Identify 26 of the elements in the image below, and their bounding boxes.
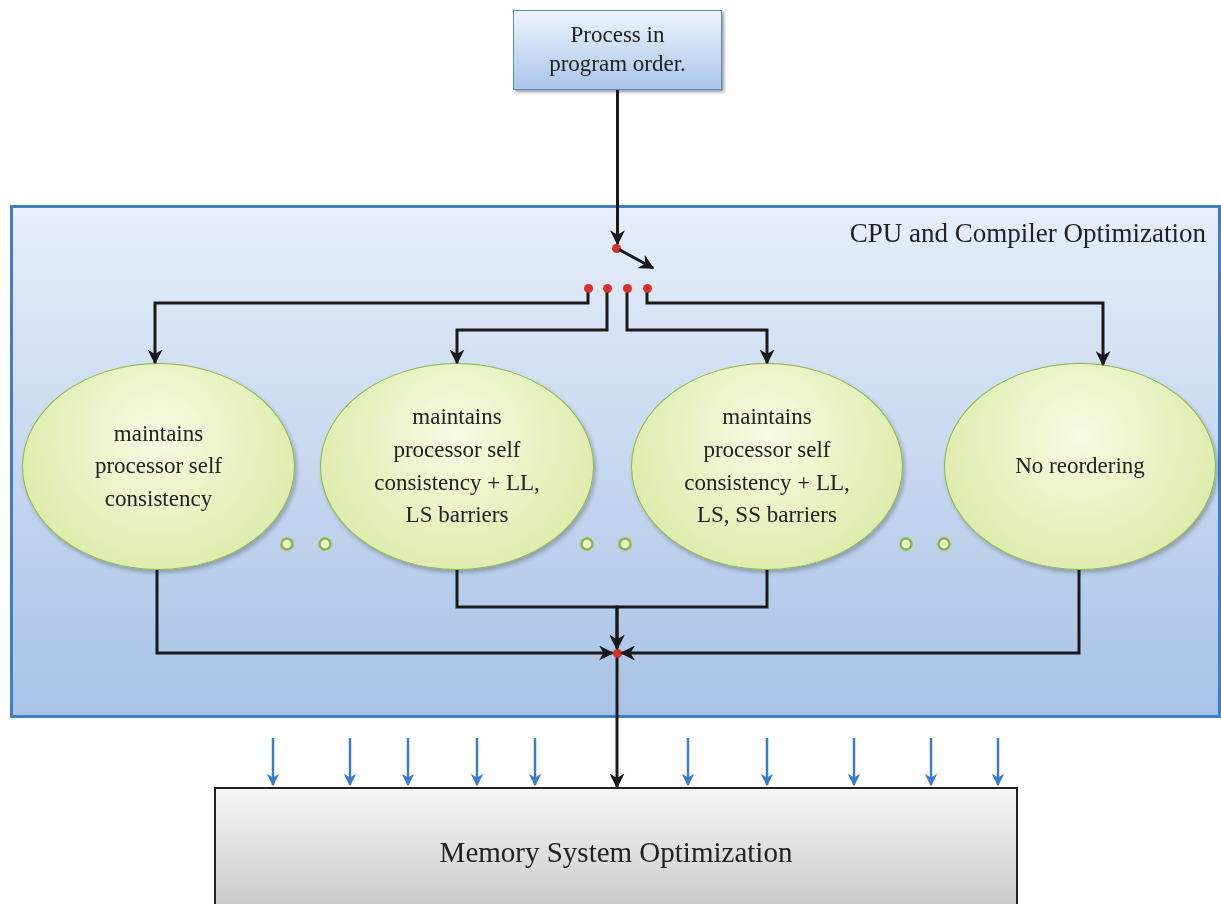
switch-contact-dot [583,283,593,293]
box-label: Memory System Optimization [439,835,793,869]
process-box [513,10,722,90]
connector-arrow [610,90,625,246]
merge-dot [612,648,622,658]
switch-contact-dot [622,283,632,293]
connector-arrow [620,570,1081,661]
connector-arrow [147,292,590,365]
switch-contact-dot [602,283,612,293]
ellipse-label: maintains processor self consistency [93,419,224,513]
connector-arrow [449,292,609,365]
connector-arrow [618,248,655,270]
ellipse-label: maintains processor self consistency + LL, LS barriers [373,403,541,530]
panel-heading: CPU and Compiler Optimization [849,218,1206,249]
connector-arrow [155,570,614,661]
switch-contact-dot [642,283,652,293]
connector-arrow [625,292,775,365]
ellipse-label: No reordering [1015,452,1145,481]
ellipse-label: maintains processor self consistency + LL, LS, SS barriers [684,403,850,530]
switch-pivot-dot [611,243,621,253]
memory-system-box [214,787,1018,904]
optimization-panel [10,205,1221,718]
connector-arrow [609,657,625,789]
box-label: Process in program order. [548,21,687,78]
connector-arrow [645,292,1111,366]
connector-arrow [609,570,769,650]
